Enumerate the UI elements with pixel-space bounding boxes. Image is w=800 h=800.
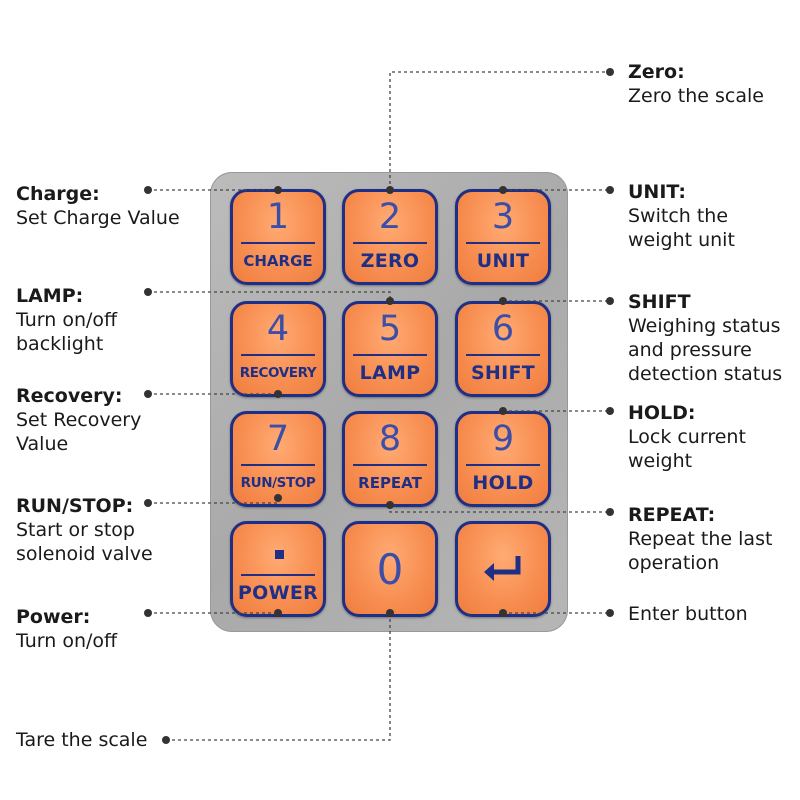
key-label: ZERO (360, 250, 420, 272)
key-6-shift[interactable]: 6 SHIFT (455, 301, 551, 397)
key-digit: 3 (491, 197, 515, 237)
key-digit: 8 (378, 419, 402, 459)
key-label: SHIFT (470, 362, 536, 384)
key-divider (466, 464, 540, 466)
key-divider (466, 242, 540, 244)
callout-desc: Enter button (628, 603, 748, 625)
key-divider (241, 464, 315, 466)
callout-desc: Turn on/off (16, 309, 118, 331)
callout-desc: Set Recovery (16, 409, 142, 431)
callout-desc: Switch the (628, 205, 729, 227)
key-divider (353, 464, 427, 466)
key-digit: 1 (266, 197, 290, 237)
callout-desc: weight (628, 450, 693, 472)
callout-shift: SHIFT Weighing status and pressure detec… (628, 290, 782, 386)
callout-power: Power: Turn on/off (16, 605, 117, 653)
key-digit: 9 (491, 419, 515, 459)
callout-desc: Lock current (628, 426, 746, 448)
callout-desc: Zero the scale (628, 85, 764, 107)
callout-repeat: REPEAT: Repeat the last operation (628, 503, 772, 575)
callout-title: SHIFT (628, 291, 691, 313)
callout-desc: solenoid valve (16, 543, 153, 565)
key-digit: 7 (266, 419, 290, 459)
callout-desc: Turn on/off (16, 630, 118, 652)
callout-desc: backlight (16, 333, 104, 355)
key-label: LAMP (359, 362, 421, 384)
key-label: UNIT (476, 250, 530, 272)
key-label: POWER (237, 582, 319, 604)
enter-arrow-icon (484, 556, 521, 581)
key-divider (241, 354, 315, 356)
key-label: RUN/STOP (240, 475, 316, 491)
callout-title: Charge: (16, 183, 100, 205)
callout-title: Zero: (628, 61, 685, 83)
power-dot-icon (275, 550, 284, 559)
callout-tare: Tare the scale (16, 728, 147, 752)
callout-title: UNIT: (628, 181, 686, 203)
key-label: REPEAT (358, 474, 422, 492)
key-digit: 4 (266, 309, 290, 349)
callout-title: LAMP: (16, 285, 84, 307)
key-power[interactable]: POWER (230, 521, 326, 617)
key-digit: 6 (491, 309, 515, 349)
key-label: RECOVERY (239, 365, 317, 381)
callout-title: Recovery: (16, 385, 123, 407)
key-enter[interactable] (455, 521, 551, 617)
callout-desc: Set Charge Value (16, 207, 180, 229)
key-digit: 5 (378, 309, 402, 349)
key-label: CHARGE (243, 252, 313, 270)
callout-desc: operation (628, 552, 720, 574)
key-1-charge[interactable]: 1 CHARGE (230, 189, 326, 285)
key-divider (466, 354, 540, 356)
callout-charge: Charge: Set Charge Value (16, 182, 180, 230)
callout-title: Power: (16, 606, 91, 628)
callout-title: RUN/STOP: (16, 495, 134, 517)
key-8-repeat[interactable]: 8 REPEAT (342, 411, 438, 507)
key-divider (241, 574, 315, 576)
key-3-unit[interactable]: 3 UNIT (455, 189, 551, 285)
callout-title: HOLD: (628, 402, 696, 424)
key-5-lamp[interactable]: 5 LAMP (342, 301, 438, 397)
callout-run-stop: RUN/STOP: Start or stop solenoid valve (16, 494, 153, 566)
callout-desc: Tare the scale (16, 729, 148, 751)
key-digit: 0 (376, 545, 404, 594)
key-2-zero[interactable]: 2 ZERO (342, 189, 438, 285)
key-divider (241, 242, 315, 244)
callout-desc: weight unit (628, 229, 735, 251)
key-divider (353, 242, 427, 244)
callout-unit: UNIT: Switch the weight unit (628, 180, 735, 252)
callout-title: REPEAT: (628, 504, 716, 526)
callout-desc: detection status (628, 363, 783, 385)
key-label: HOLD (472, 472, 534, 494)
callout-desc: and pressure (628, 339, 752, 361)
callout-desc: Start or stop (16, 519, 135, 541)
callout-desc: Weighing status (628, 315, 781, 337)
key-0-tare[interactable]: 0 (342, 521, 438, 617)
key-divider (353, 354, 427, 356)
callout-desc: Repeat the last (628, 528, 773, 550)
key-7-run-stop[interactable]: 7 RUN/STOP (230, 411, 326, 507)
callout-zero: Zero: Zero the scale (628, 60, 764, 108)
callout-hold: HOLD: Lock current weight (628, 401, 746, 473)
callout-recovery: Recovery: Set Recovery Value (16, 384, 141, 456)
callout-enter: Enter button (628, 602, 748, 626)
key-digit: 2 (378, 197, 402, 237)
callout-lamp: LAMP: Turn on/off backlight (16, 284, 117, 356)
key-4-recovery[interactable]: 4 RECOVERY (230, 301, 326, 397)
callout-desc: Value (16, 433, 69, 455)
